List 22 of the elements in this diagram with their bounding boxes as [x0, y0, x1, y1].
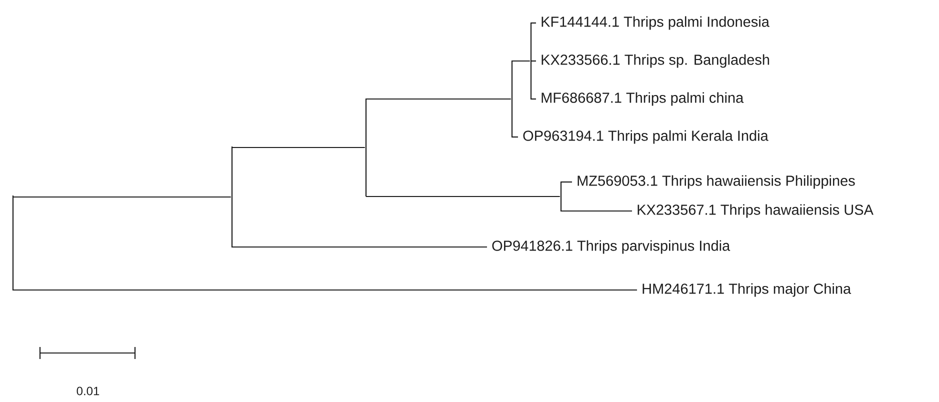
tree-branch	[531, 60, 536, 62]
tree-branch	[232, 146, 365, 148]
tree-branch	[13, 196, 231, 198]
tree-branch	[366, 196, 560, 198]
tree-branch	[512, 60, 530, 62]
leaf-label: KX233567.1 Thrips hawaiiensis USA	[638, 204, 874, 218]
tree-branch	[366, 98, 511, 100]
tree-branch	[531, 22, 536, 24]
scale-label: 0.01	[76, 386, 100, 396]
leaf-label: KX233566.1 Thrips sp. Bangladesh	[542, 54, 770, 68]
leaf-label: MF686687.1 Thrips palmi china	[542, 92, 744, 106]
leaf-label: HM246171.1 Thrips major China	[642, 283, 852, 297]
tree-branch	[13, 289, 637, 291]
leaf-label: OP963194.1 Thrips palmi Kerala India	[523, 130, 768, 144]
leaf-label: KF144144.1 Thrips palmi Indonesia	[542, 16, 770, 30]
leaf-label: MZ569053.1 Thrips hawaiiensis Philippines	[578, 175, 855, 189]
tree-branch	[561, 181, 572, 183]
leaf-label: OP941826.1 Thrips parvispinus India	[492, 240, 730, 254]
tree-branch	[232, 246, 487, 248]
tree-branch	[512, 136, 518, 138]
tree-branch	[531, 98, 536, 100]
tree-branch	[561, 210, 632, 212]
